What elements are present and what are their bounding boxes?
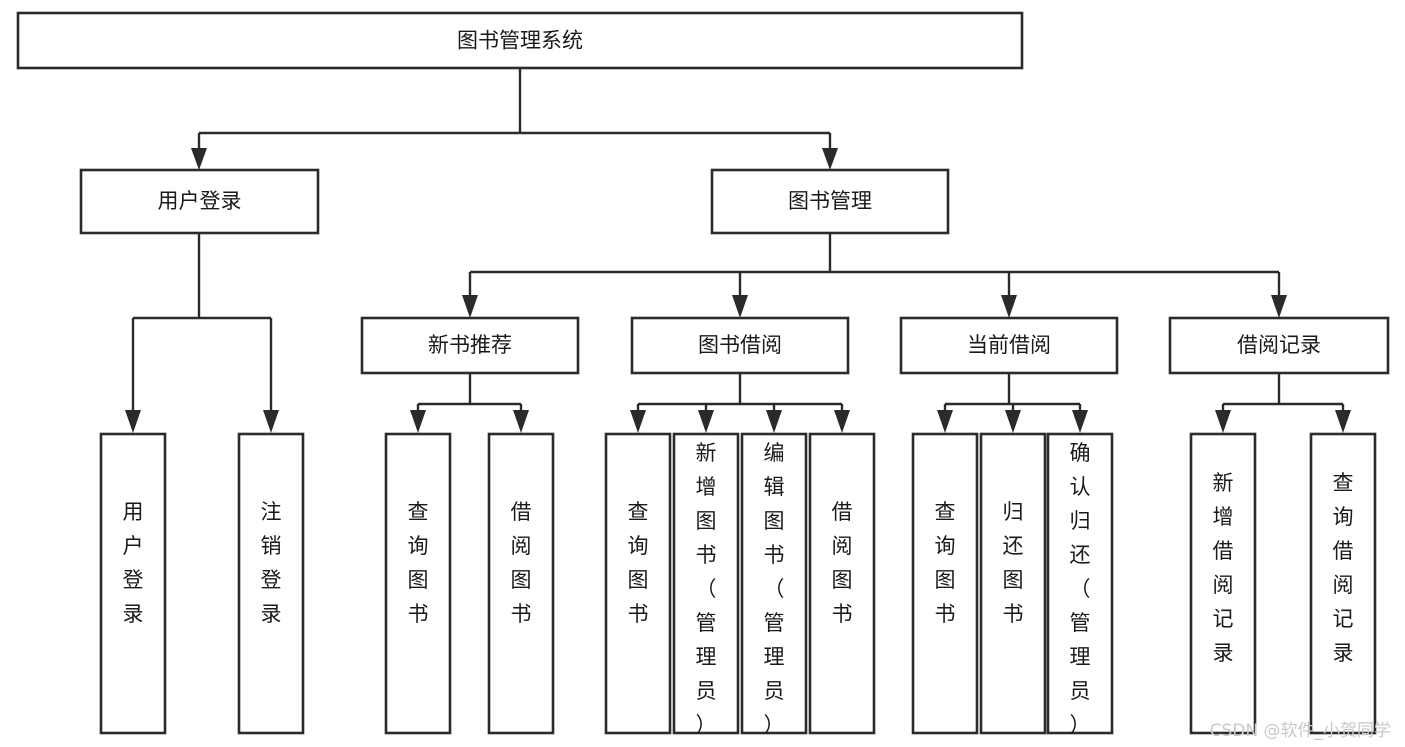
node-leaf-cur-return-box[interactable] bbox=[979, 432, 1047, 735]
arrowhead-leaf-cur-return bbox=[1005, 410, 1021, 433]
node-leaf-borrow-borrow-box[interactable] bbox=[808, 432, 876, 735]
node-leaf-cur-query-label: 查询图书 bbox=[935, 500, 956, 626]
arrowhead-book-mgmt bbox=[822, 148, 838, 170]
arrowhead-leaf-borrow-add bbox=[698, 410, 714, 433]
node-leaf-borrow-borrow[interactable]: 借阅图书 bbox=[808, 432, 876, 735]
node-book-borrow-box[interactable] bbox=[630, 316, 850, 375]
node-leaf-cur-query[interactable]: 查询图书 bbox=[911, 432, 979, 735]
node-leaf-rec-query[interactable]: 查询图书 bbox=[384, 432, 452, 735]
node-leaf-borrow-add[interactable]: 新增图书（管理员） bbox=[672, 432, 740, 737]
node-leaf-rec-borrow[interactable]: 借阅图书 bbox=[487, 432, 555, 735]
connector-layer bbox=[125, 68, 1351, 433]
arrowhead-leaf-rec-query2 bbox=[1335, 410, 1351, 433]
node-leaf-borrow-add-label: 新增图书（管理员） bbox=[696, 441, 717, 737]
node-user-login-box[interactable] bbox=[79, 168, 320, 235]
node-current-borrow[interactable]: 当前借阅 bbox=[899, 316, 1119, 375]
node-leaf-rec-borrow-box[interactable] bbox=[487, 432, 555, 735]
node-leaf-cur-confirm-label: 确认归还（管理员） bbox=[1070, 441, 1091, 737]
node-book-borrow[interactable]: 图书借阅 bbox=[630, 316, 850, 375]
node-leaf-rec-query-label: 查询图书 bbox=[408, 500, 429, 626]
node-root[interactable]: 图书管理系统 bbox=[16, 11, 1024, 70]
arrowhead-leaf-rec-borrow bbox=[513, 410, 529, 433]
arrowhead-book-borrow bbox=[732, 295, 748, 318]
arrowhead-new-book-rec bbox=[462, 295, 478, 318]
arrowhead-leaf-borrow-borrow bbox=[834, 410, 850, 433]
node-new-book-rec-box[interactable] bbox=[360, 316, 580, 375]
node-leaf-borrow-query[interactable]: 查询图书 bbox=[604, 432, 672, 735]
node-leaf-rec-query2-box[interactable] bbox=[1309, 432, 1377, 735]
arrowhead-leaf-user-login bbox=[125, 410, 141, 433]
node-root-box[interactable] bbox=[16, 11, 1024, 70]
node-leaf-borrow-query-label: 查询图书 bbox=[628, 500, 649, 626]
arrowhead-leaf-borrow-edit bbox=[766, 410, 782, 433]
node-leaf-rec-add-label: 新增借阅记录 bbox=[1213, 471, 1234, 665]
node-leaf-borrow-borrow-label: 借阅图书 bbox=[832, 500, 853, 626]
node-leaf-borrow-edit[interactable]: 编辑图书（管理员） bbox=[740, 432, 808, 737]
node-leaf-borrow-add-box[interactable] bbox=[672, 432, 740, 735]
arrowhead-leaf-rec-add bbox=[1215, 410, 1231, 433]
node-leaf-rec-query-box[interactable] bbox=[384, 432, 452, 735]
node-borrow-record-box[interactable] bbox=[1168, 316, 1390, 375]
node-leaf-rec-add[interactable]: 新增借阅记录 bbox=[1189, 432, 1257, 735]
arrowhead-leaf-borrow-query bbox=[630, 410, 646, 433]
node-book-mgmt[interactable]: 图书管理 bbox=[710, 168, 950, 235]
node-leaf-cur-confirm[interactable]: 确认归还（管理员） bbox=[1046, 432, 1114, 737]
arrowhead-leaf-cur-confirm bbox=[1072, 410, 1088, 433]
node-user-login[interactable]: 用户登录 bbox=[79, 168, 320, 235]
node-leaf-rec-query2-label: 查询借阅记录 bbox=[1333, 471, 1354, 665]
node-leaf-rec-query2[interactable]: 查询借阅记录 bbox=[1309, 432, 1377, 735]
node-leaf-borrow-query-box[interactable] bbox=[604, 432, 672, 735]
node-leaf-rec-borrow-label: 借阅图书 bbox=[511, 500, 532, 626]
node-book-mgmt-box[interactable] bbox=[710, 168, 950, 235]
node-leaf-user-login-label: 用户登录 bbox=[123, 500, 144, 626]
node-leaf-logout[interactable]: 注销登录 bbox=[237, 432, 305, 735]
node-leaf-logout-box[interactable] bbox=[237, 432, 305, 735]
node-user-login-label: 用户登录 bbox=[158, 189, 242, 213]
arrowhead-leaf-logout bbox=[263, 410, 279, 433]
node-leaf-borrow-edit-box[interactable] bbox=[740, 432, 808, 735]
node-leaf-cur-return-label: 归还图书 bbox=[1003, 500, 1024, 626]
arrowhead-borrow-record bbox=[1271, 295, 1287, 318]
node-leaf-user-login[interactable]: 用户登录 bbox=[99, 432, 167, 735]
arrowhead-leaf-rec-query bbox=[410, 410, 426, 433]
csdn-watermark: CSDN @软件_小贺同学 bbox=[1209, 721, 1391, 741]
node-new-book-rec-label: 新书推荐 bbox=[428, 333, 512, 357]
node-current-borrow-box[interactable] bbox=[899, 316, 1119, 375]
node-borrow-record[interactable]: 借阅记录 bbox=[1168, 316, 1390, 375]
node-book-mgmt-label: 图书管理 bbox=[788, 189, 872, 213]
node-leaf-cur-query-box[interactable] bbox=[911, 432, 979, 735]
node-new-book-rec[interactable]: 新书推荐 bbox=[360, 316, 580, 375]
node-current-borrow-label: 当前借阅 bbox=[967, 333, 1051, 357]
arrowhead-current-borrow bbox=[1001, 295, 1017, 318]
arrowhead-user-login bbox=[191, 148, 207, 170]
node-leaf-user-login-box[interactable] bbox=[99, 432, 167, 735]
node-root-label: 图书管理系统 bbox=[457, 29, 583, 53]
node-book-borrow-label: 图书借阅 bbox=[698, 333, 782, 357]
node-leaf-rec-add-box[interactable] bbox=[1189, 432, 1257, 735]
node-leaf-logout-label: 注销登录 bbox=[261, 500, 282, 626]
node-leaf-cur-return[interactable]: 归还图书 bbox=[979, 432, 1047, 735]
arrowhead-leaf-cur-query bbox=[937, 410, 953, 433]
node-borrow-record-label: 借阅记录 bbox=[1237, 333, 1321, 357]
node-leaf-cur-confirm-box[interactable] bbox=[1046, 432, 1114, 735]
node-leaf-borrow-edit-label: 编辑图书（管理员） bbox=[764, 441, 785, 737]
